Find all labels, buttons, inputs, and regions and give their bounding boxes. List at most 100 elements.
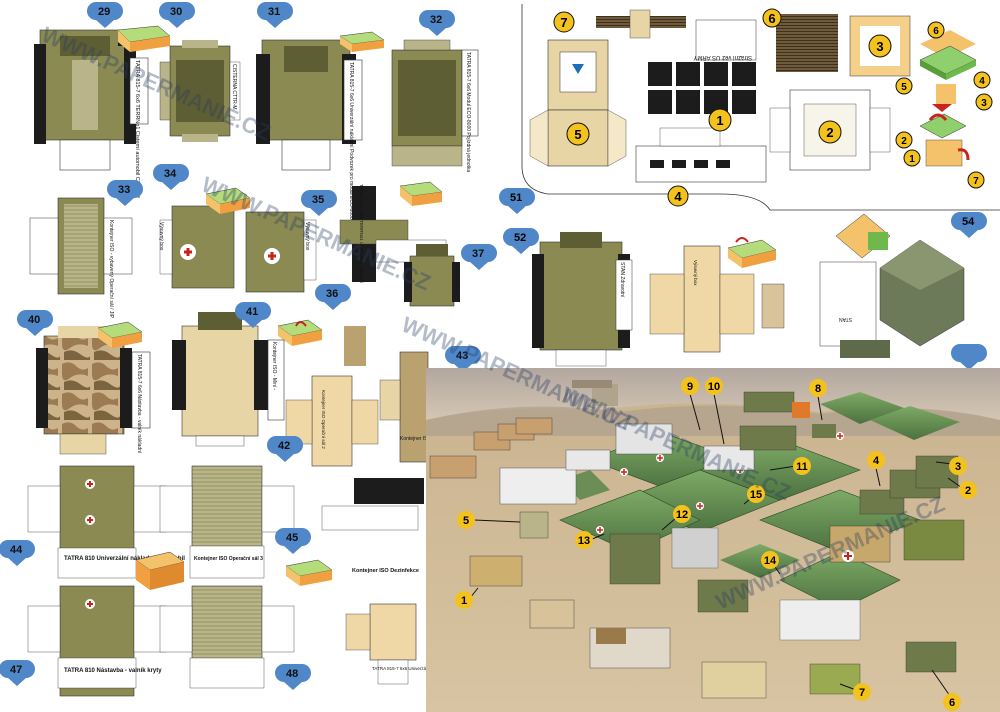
svg-text:30: 30: [170, 6, 182, 18]
badge-38: 40: [17, 310, 53, 336]
svg-text:1: 1: [716, 113, 723, 128]
step-2-tent: 2: [818, 120, 842, 144]
badge-45: 47: [0, 660, 35, 686]
svg-text:35: 35: [312, 194, 324, 206]
svg-text:7: 7: [560, 15, 567, 30]
part-35-label: Výsuvný box: [304, 222, 310, 251]
svg-text:Strážní věž US ARMY: Strážní věž US ARMY: [693, 54, 752, 60]
svg-text:34: 34: [164, 168, 177, 180]
svg-text:13: 13: [578, 535, 590, 547]
svg-text:44: 44: [10, 544, 23, 556]
svg-text:1: 1: [909, 154, 915, 165]
svg-text:45: 45: [286, 532, 298, 544]
badge-41: 43: [445, 346, 481, 372]
svg-text:5: 5: [463, 515, 469, 527]
svg-text:2: 2: [965, 485, 971, 497]
step-circles: 7 6 3 1 5 2 4 6 5 4 3 2 1 7: [553, 8, 993, 207]
asm-1: 1: [903, 149, 921, 167]
part-34-label: Výsuvný box: [158, 222, 164, 251]
badge-43: 45: [275, 528, 311, 554]
window-grid: [648, 62, 756, 114]
badge-46: 48: [275, 664, 311, 690]
building-4: [635, 127, 767, 183]
svg-text:47: 47: [10, 664, 22, 676]
step-7-top: 7: [553, 11, 575, 33]
badge-31: 31: [257, 2, 293, 28]
part-34-net: [159, 205, 235, 289]
svg-text:4: 4: [979, 76, 985, 87]
part-50-label: Výsuvný box: [693, 260, 698, 286]
svg-text:3: 3: [981, 98, 987, 109]
part-36-box: [399, 181, 443, 206]
callout-9: 9: [681, 377, 701, 431]
diorama-photo: 1 2 3 4 5 6 7 8 9 10 11 12 13 14 15: [426, 368, 1000, 712]
part-43-net: [159, 465, 295, 579]
part-44-net: [321, 478, 424, 531]
part-badges-right: 52 54: [503, 212, 987, 370]
callout-6: 6: [931, 669, 961, 711]
svg-text:5: 5: [574, 127, 581, 142]
part-34-box: [205, 187, 251, 214]
svg-text:48: 48: [286, 668, 298, 680]
callout-2: 2: [947, 477, 977, 499]
part-40-label: Kontejner ISO Operační sál 2: [321, 390, 326, 449]
asm-3: 3: [975, 93, 993, 111]
part-29-label: TATRA 815-7 6x6 TERRNo1 Cisterní automob…: [134, 60, 140, 198]
part-47-label: TATRA 815-7 6x6 Univerzální nákladní aut…: [372, 666, 470, 671]
part-36-label: TATRA 815-7 6x6 TERRNo1 Univerzální nákl…: [359, 184, 364, 284]
part-44-box: [285, 559, 333, 586]
badge-51: 54: [951, 212, 987, 238]
callout-7: 7: [839, 683, 871, 701]
badge-36: 36: [315, 284, 351, 310]
step-3-square: 3: [868, 34, 892, 58]
svg-text:40: 40: [28, 314, 40, 326]
part-38-label: TATRA 815-7 6x6 Nástavba - valník náklad…: [136, 354, 142, 454]
badge-33: 33: [107, 180, 143, 206]
svg-text:32: 32: [430, 14, 442, 26]
svg-text:1: 1: [461, 595, 467, 607]
badge-54: [951, 344, 987, 370]
svg-text:42: 42: [278, 440, 290, 452]
part-35-net: [245, 211, 317, 293]
svg-text:41: 41: [246, 306, 258, 318]
part-38-net: [36, 326, 132, 455]
badge-48: 51: [499, 188, 535, 214]
callout-12: 12: [661, 505, 691, 531]
part-49-net: [532, 232, 630, 367]
part-45-net: [27, 585, 167, 697]
part-29-box: [117, 25, 171, 52]
badge-39: 41: [235, 302, 271, 328]
sheet-48: Strážní věž US ARMY: [521, 4, 1000, 211]
tower-assembly: [919, 30, 977, 167]
asm-2: 2: [895, 131, 913, 149]
step-6: 6: [762, 8, 782, 28]
svg-text:6: 6: [949, 697, 955, 709]
part-50-box: [727, 237, 777, 268]
part-30-label: CISTERNA CTTR-M: [231, 64, 237, 110]
part-51-52-tent: [819, 213, 965, 358]
badge-30: 30: [159, 2, 195, 28]
svg-text:51: 51: [510, 192, 522, 204]
callout-14: 14: [761, 551, 781, 575]
part-50-net: [649, 245, 755, 353]
part-47-net: [345, 603, 417, 685]
svg-text:54: 54: [962, 216, 975, 228]
svg-text:52: 52: [514, 232, 526, 244]
svg-text:10: 10: [708, 381, 720, 393]
part-32-label: TATRA 815-7 6x6 Modul ECO-8000 Pojízdná …: [465, 52, 471, 172]
part-43-label: Kontejner ISO Operační sál 3: [194, 556, 263, 562]
svg-text:6: 6: [933, 26, 939, 37]
part-38-box: [97, 321, 143, 348]
part-50-plate: [761, 283, 785, 329]
part-45-label: TATRA 810 Nástavba - valník kryty: [64, 668, 162, 674]
svg-text:4: 4: [873, 455, 880, 467]
asm-5: 5: [895, 77, 913, 95]
callout-5: 5: [457, 511, 521, 529]
part-39-net: [172, 312, 268, 447]
svg-text:8: 8: [815, 383, 821, 395]
asm-4: 4: [973, 71, 991, 89]
svg-text:2: 2: [826, 125, 833, 140]
svg-text:4: 4: [674, 189, 682, 204]
svg-text:14: 14: [764, 555, 777, 567]
